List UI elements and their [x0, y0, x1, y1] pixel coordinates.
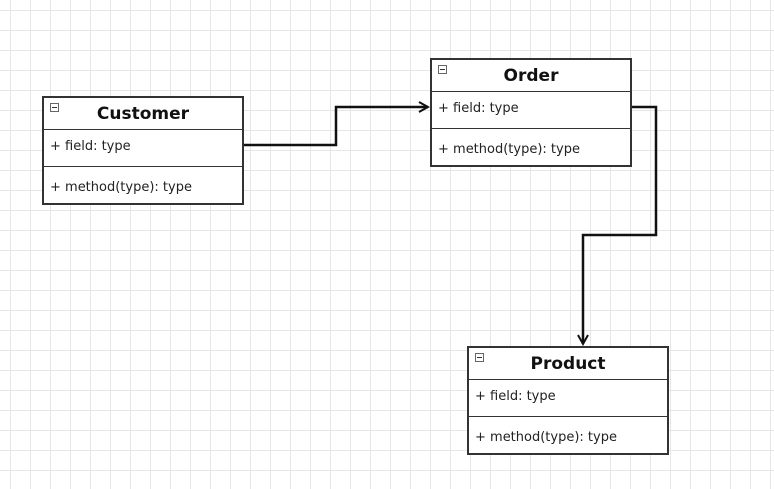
class-customer-field[interactable]: + field: type: [44, 130, 242, 167]
class-product-method[interactable]: + method(type): type: [475, 430, 617, 445]
class-order[interactable]: Order + field: type + method(type): type: [430, 58, 632, 167]
collapse-icon[interactable]: [50, 103, 59, 112]
collapse-icon[interactable]: [475, 353, 484, 362]
class-product-field[interactable]: + field: type: [469, 380, 667, 417]
class-order-name: Order: [503, 66, 559, 86]
class-customer-method[interactable]: + method(type): type: [50, 180, 192, 195]
class-customer-header: Customer: [44, 98, 242, 130]
class-customer[interactable]: Customer + field: type + method(type): t…: [42, 96, 244, 205]
association-customer-order[interactable]: [243, 107, 428, 147]
class-order-method[interactable]: + method(type): type: [438, 142, 580, 157]
association-order-product[interactable]: [583, 105, 658, 344]
class-product[interactable]: Product + field: type + method(type): ty…: [467, 346, 669, 455]
class-order-header: Order: [432, 60, 630, 92]
class-order-field[interactable]: + field: type: [432, 92, 630, 129]
class-customer-name: Customer: [96, 104, 190, 124]
collapse-icon[interactable]: [438, 65, 447, 74]
class-product-header: Product: [469, 348, 667, 380]
class-product-name: Product: [530, 354, 606, 374]
